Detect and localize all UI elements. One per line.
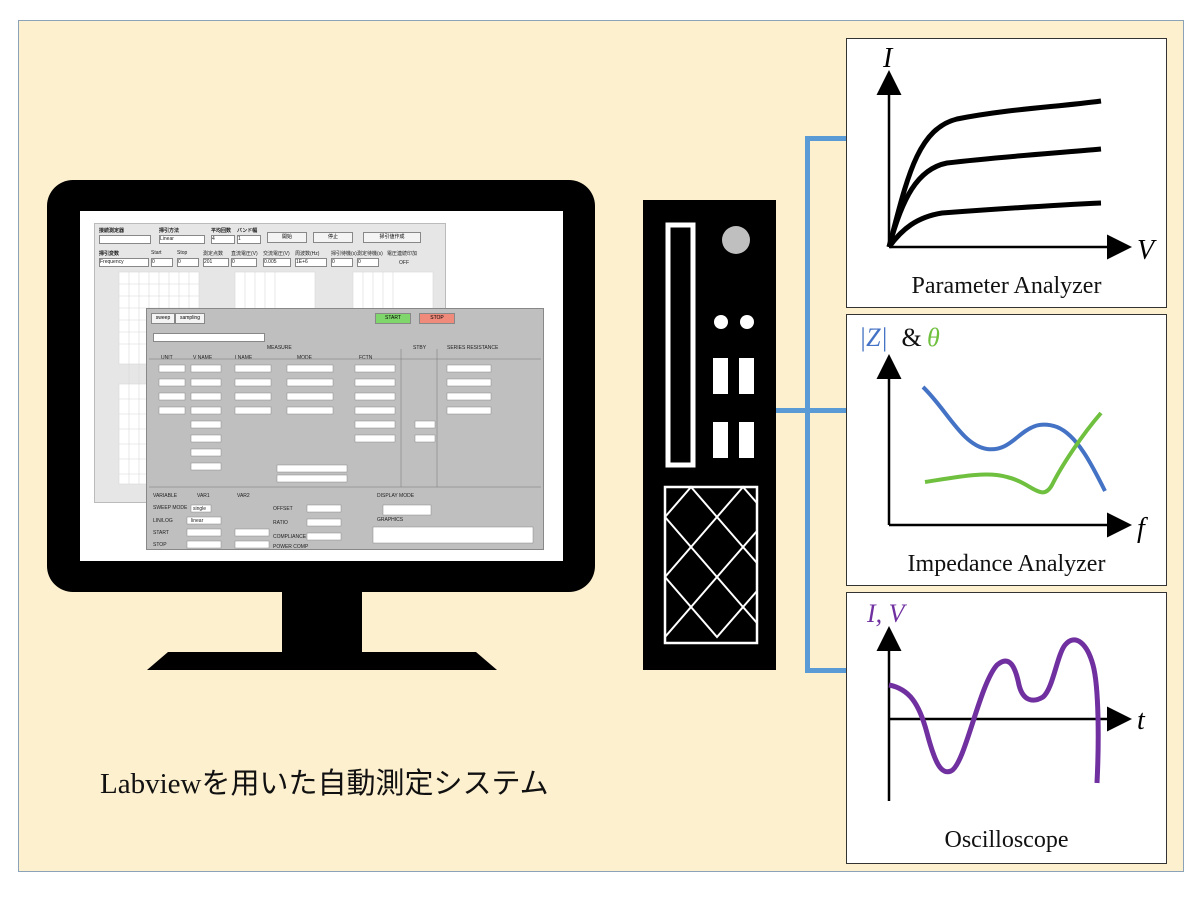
linlog-value[interactable]: linear — [191, 518, 204, 524]
stby-header: STBY — [413, 345, 427, 351]
offset-label: OFFSET — [273, 506, 293, 512]
halt-button[interactable]: STOP — [419, 313, 455, 324]
labview-window-channel-settings: sweep sampling START STOP MEASURE STBY S… — [146, 308, 544, 550]
vname-column: V NAME — [193, 355, 213, 361]
go-button[interactable]: START — [375, 313, 411, 324]
impedance-plot — [876, 354, 1132, 538]
sweep-variable-label: 掃引変数 — [99, 251, 120, 257]
ac-voltage-field[interactable]: 0.005 — [263, 258, 291, 267]
points-label: 測定点数 — [203, 251, 224, 257]
power-comp-label: POWER COMP — [273, 544, 309, 550]
start-value-field[interactable]: 0 — [151, 258, 173, 267]
connection-wire-oscilloscope — [805, 668, 847, 673]
iname-column: I NAME — [235, 355, 253, 361]
start-button[interactable]: 開始 — [267, 232, 307, 243]
oscilloscope-panel: I, V t Oscilloscope — [846, 592, 1167, 864]
series-resistance-header: SERIES RESISTANCE — [447, 345, 499, 351]
display-mode-label: DISPLAY MODE — [377, 493, 415, 499]
system-caption: Labviewを用いた自動測定システム — [100, 768, 549, 800]
channel-table-rows — [149, 349, 541, 549]
iv-curve-plot — [876, 70, 1132, 260]
connection-wire-parameter — [805, 136, 847, 141]
start-value-label: Start — [151, 250, 162, 256]
stop-button[interactable]: 停止 — [313, 232, 353, 243]
waveform-plot — [876, 626, 1132, 801]
connection-wire-pc — [776, 408, 810, 413]
tab-sampling[interactable]: sampling — [175, 313, 205, 324]
average-field[interactable]: 4 — [211, 235, 235, 244]
sweep-wait-field[interactable]: 0 — [331, 258, 353, 267]
monitor-screen: 接続測定器 掃引方法 Linear 平均回数 4 バンド幅 1 開始 停止 掃引… — [80, 211, 563, 561]
sweep-method-field[interactable]: Linear — [159, 235, 205, 244]
setting-field[interactable] — [153, 333, 265, 342]
connection-wire-impedance — [805, 408, 847, 413]
monitor-stand-neck — [282, 592, 362, 654]
ratio-label: RATIO — [273, 520, 288, 526]
fctn-column: FCTN — [359, 355, 373, 361]
impedance-magnitude-label: |Z| — [859, 323, 888, 352]
unit-column: UNIT — [161, 355, 173, 361]
frequency-axis-label: f — [1137, 513, 1145, 544]
oscilloscope-title: Oscilloscope — [944, 827, 1069, 853]
continuous-voltage-label: 電圧連続印加 — [387, 251, 418, 257]
connection-wire-trunk — [805, 136, 810, 673]
sweep-mode-label: SWEEP MODE — [153, 505, 188, 511]
monitor-stand-base — [147, 652, 497, 670]
parameter-analyzer-panel: I V Parameter Analyzer — [846, 38, 1167, 308]
var1-label: VAR1 — [197, 493, 210, 499]
var-stop-label: STOP — [153, 542, 167, 548]
continuous-voltage-toggle[interactable]: OFF — [399, 260, 409, 266]
mode-column: MODE — [297, 355, 312, 361]
linlog-label: LIN/LOG — [153, 518, 173, 524]
frequency-label: 周波数(Hz) — [295, 251, 320, 257]
time-axis-label: t — [1137, 705, 1145, 736]
var2-label: VAR2 — [237, 493, 250, 499]
ampersand-label: & — [895, 323, 929, 352]
stop-value-field[interactable]: 0 — [177, 258, 199, 267]
measure-wait-label: 測定待機(s) — [357, 251, 383, 257]
impedance-analyzer-title: Impedance Analyzer — [907, 551, 1106, 577]
current-axis-label: I — [883, 43, 893, 74]
dc-voltage-label: 直流電圧(V) — [231, 251, 258, 257]
pc-tower-details — [663, 222, 759, 645]
tab-sweep[interactable]: sweep — [151, 313, 175, 324]
average-label: 平均回数 — [211, 228, 232, 234]
phase-angle-label: θ — [927, 323, 940, 352]
measure-wait-field[interactable]: 0 — [357, 258, 379, 267]
compliance-label: COMPLIANCE — [273, 534, 307, 540]
points-field[interactable]: 201 — [203, 258, 229, 267]
sweep-method-label: 掃引方法 — [159, 228, 180, 234]
connected-instrument-label: 接続測定器 — [99, 228, 125, 234]
impedance-analyzer-panel: |Z| & θ f Impedance Analyzer — [846, 314, 1167, 586]
graphics-label: GRAPHICS — [377, 517, 404, 523]
generate-sweep-button[interactable]: 掃引値作成 — [363, 232, 421, 243]
dc-voltage-field[interactable]: 0 — [231, 258, 257, 267]
signal-axis-label: I, V — [867, 599, 905, 628]
bandwidth-label: バンド幅 — [237, 228, 258, 234]
stop-value-label: Stop — [177, 250, 188, 256]
bandwidth-field[interactable]: 1 — [237, 235, 261, 244]
ac-voltage-label: 交流電圧(V) — [263, 251, 290, 257]
sweep-wait-label: 掃引待機(s) — [331, 251, 357, 257]
sweep-mode-value[interactable]: single — [193, 506, 207, 512]
measure-header: MEASURE — [267, 345, 292, 351]
voltage-axis-label: V — [1137, 235, 1155, 266]
frequency-field[interactable]: 1E+6 — [295, 258, 327, 267]
parameter-analyzer-title: Parameter Analyzer — [911, 273, 1102, 299]
instrument-select[interactable] — [99, 235, 151, 244]
sweep-variable-field[interactable]: Frequency — [99, 258, 149, 267]
variable-section-label: VARIABLE — [153, 493, 178, 499]
desktop-pc-icon — [643, 200, 776, 670]
var-start-label: START — [153, 530, 169, 536]
